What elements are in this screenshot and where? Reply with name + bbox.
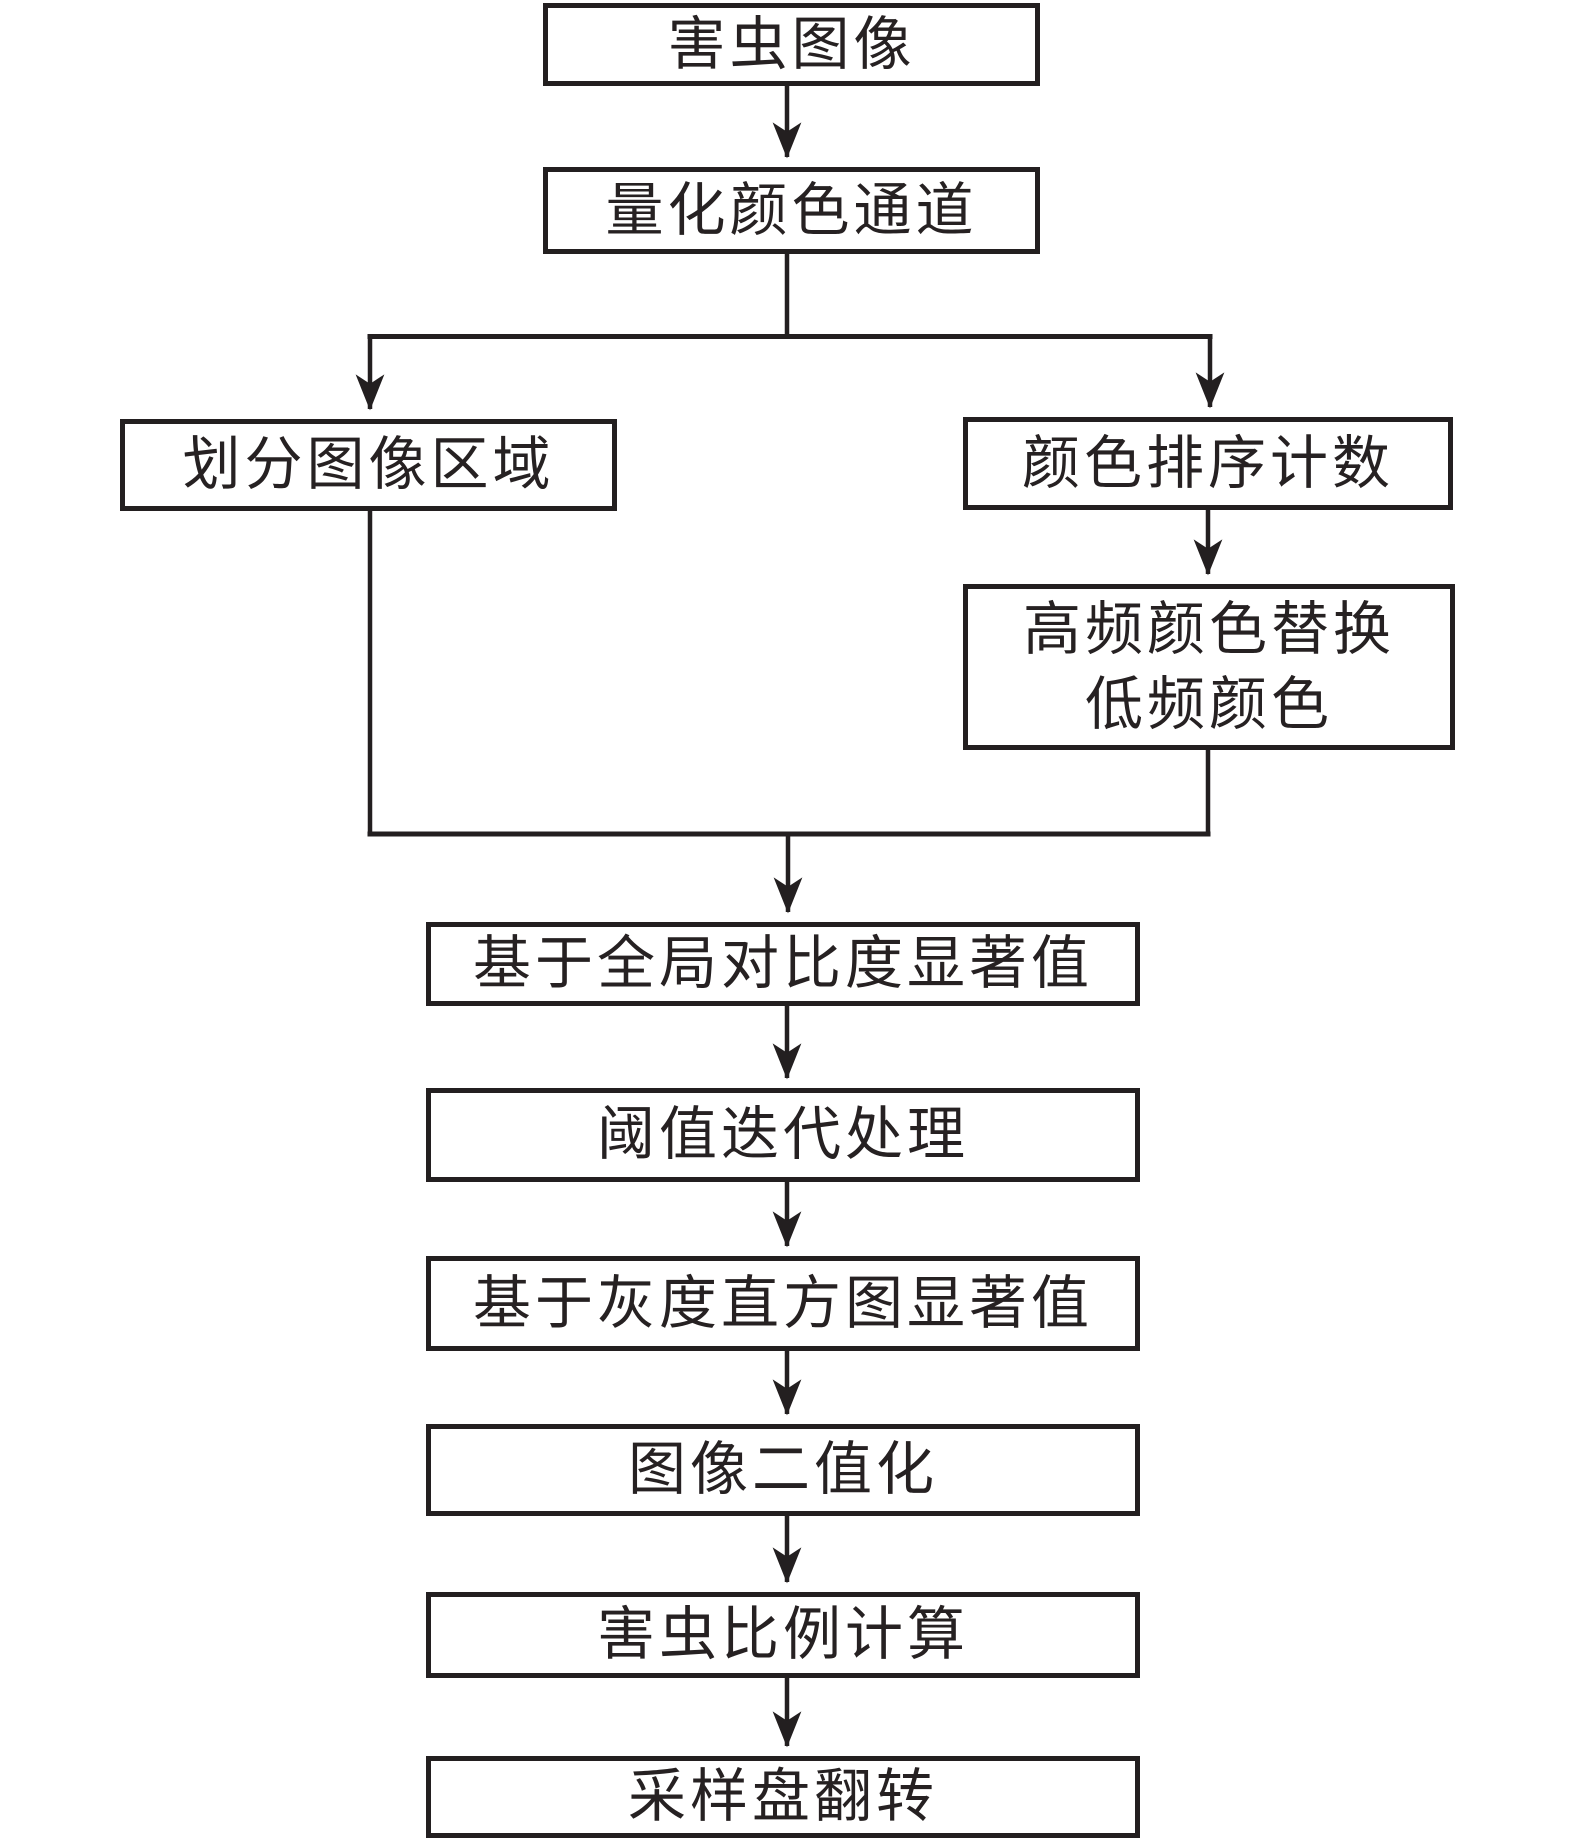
node-sampling-tray-flip: 采样盘翻转 (426, 1756, 1140, 1838)
node-threshold-iteration: 阈值迭代处理 (426, 1088, 1140, 1182)
node-high-freq-replace-low-freq: 高频颜色替换 低频颜色 (963, 584, 1455, 750)
node-high-freq-line-1: 高频颜色替换 (1022, 594, 1395, 663)
node-color-sort-count: 颜色排序计数 (963, 417, 1453, 510)
node-global-contrast-saliency: 基于全局对比度显著值 (426, 922, 1140, 1006)
node-divide-image-region: 划分图像区域 (120, 419, 617, 511)
node-high-freq-line-2: 低频颜色 (1084, 670, 1333, 738)
node-pest-ratio-calculation: 害虫比例计算 (426, 1592, 1140, 1678)
node-image-binarization: 图像二值化 (426, 1424, 1140, 1516)
node-quantize-color-channel: 量化颜色通道 (543, 167, 1040, 254)
node-pest-image: 害虫图像 (543, 3, 1040, 86)
node-gray-histogram-saliency: 基于灰度直方图显著值 (426, 1256, 1140, 1351)
